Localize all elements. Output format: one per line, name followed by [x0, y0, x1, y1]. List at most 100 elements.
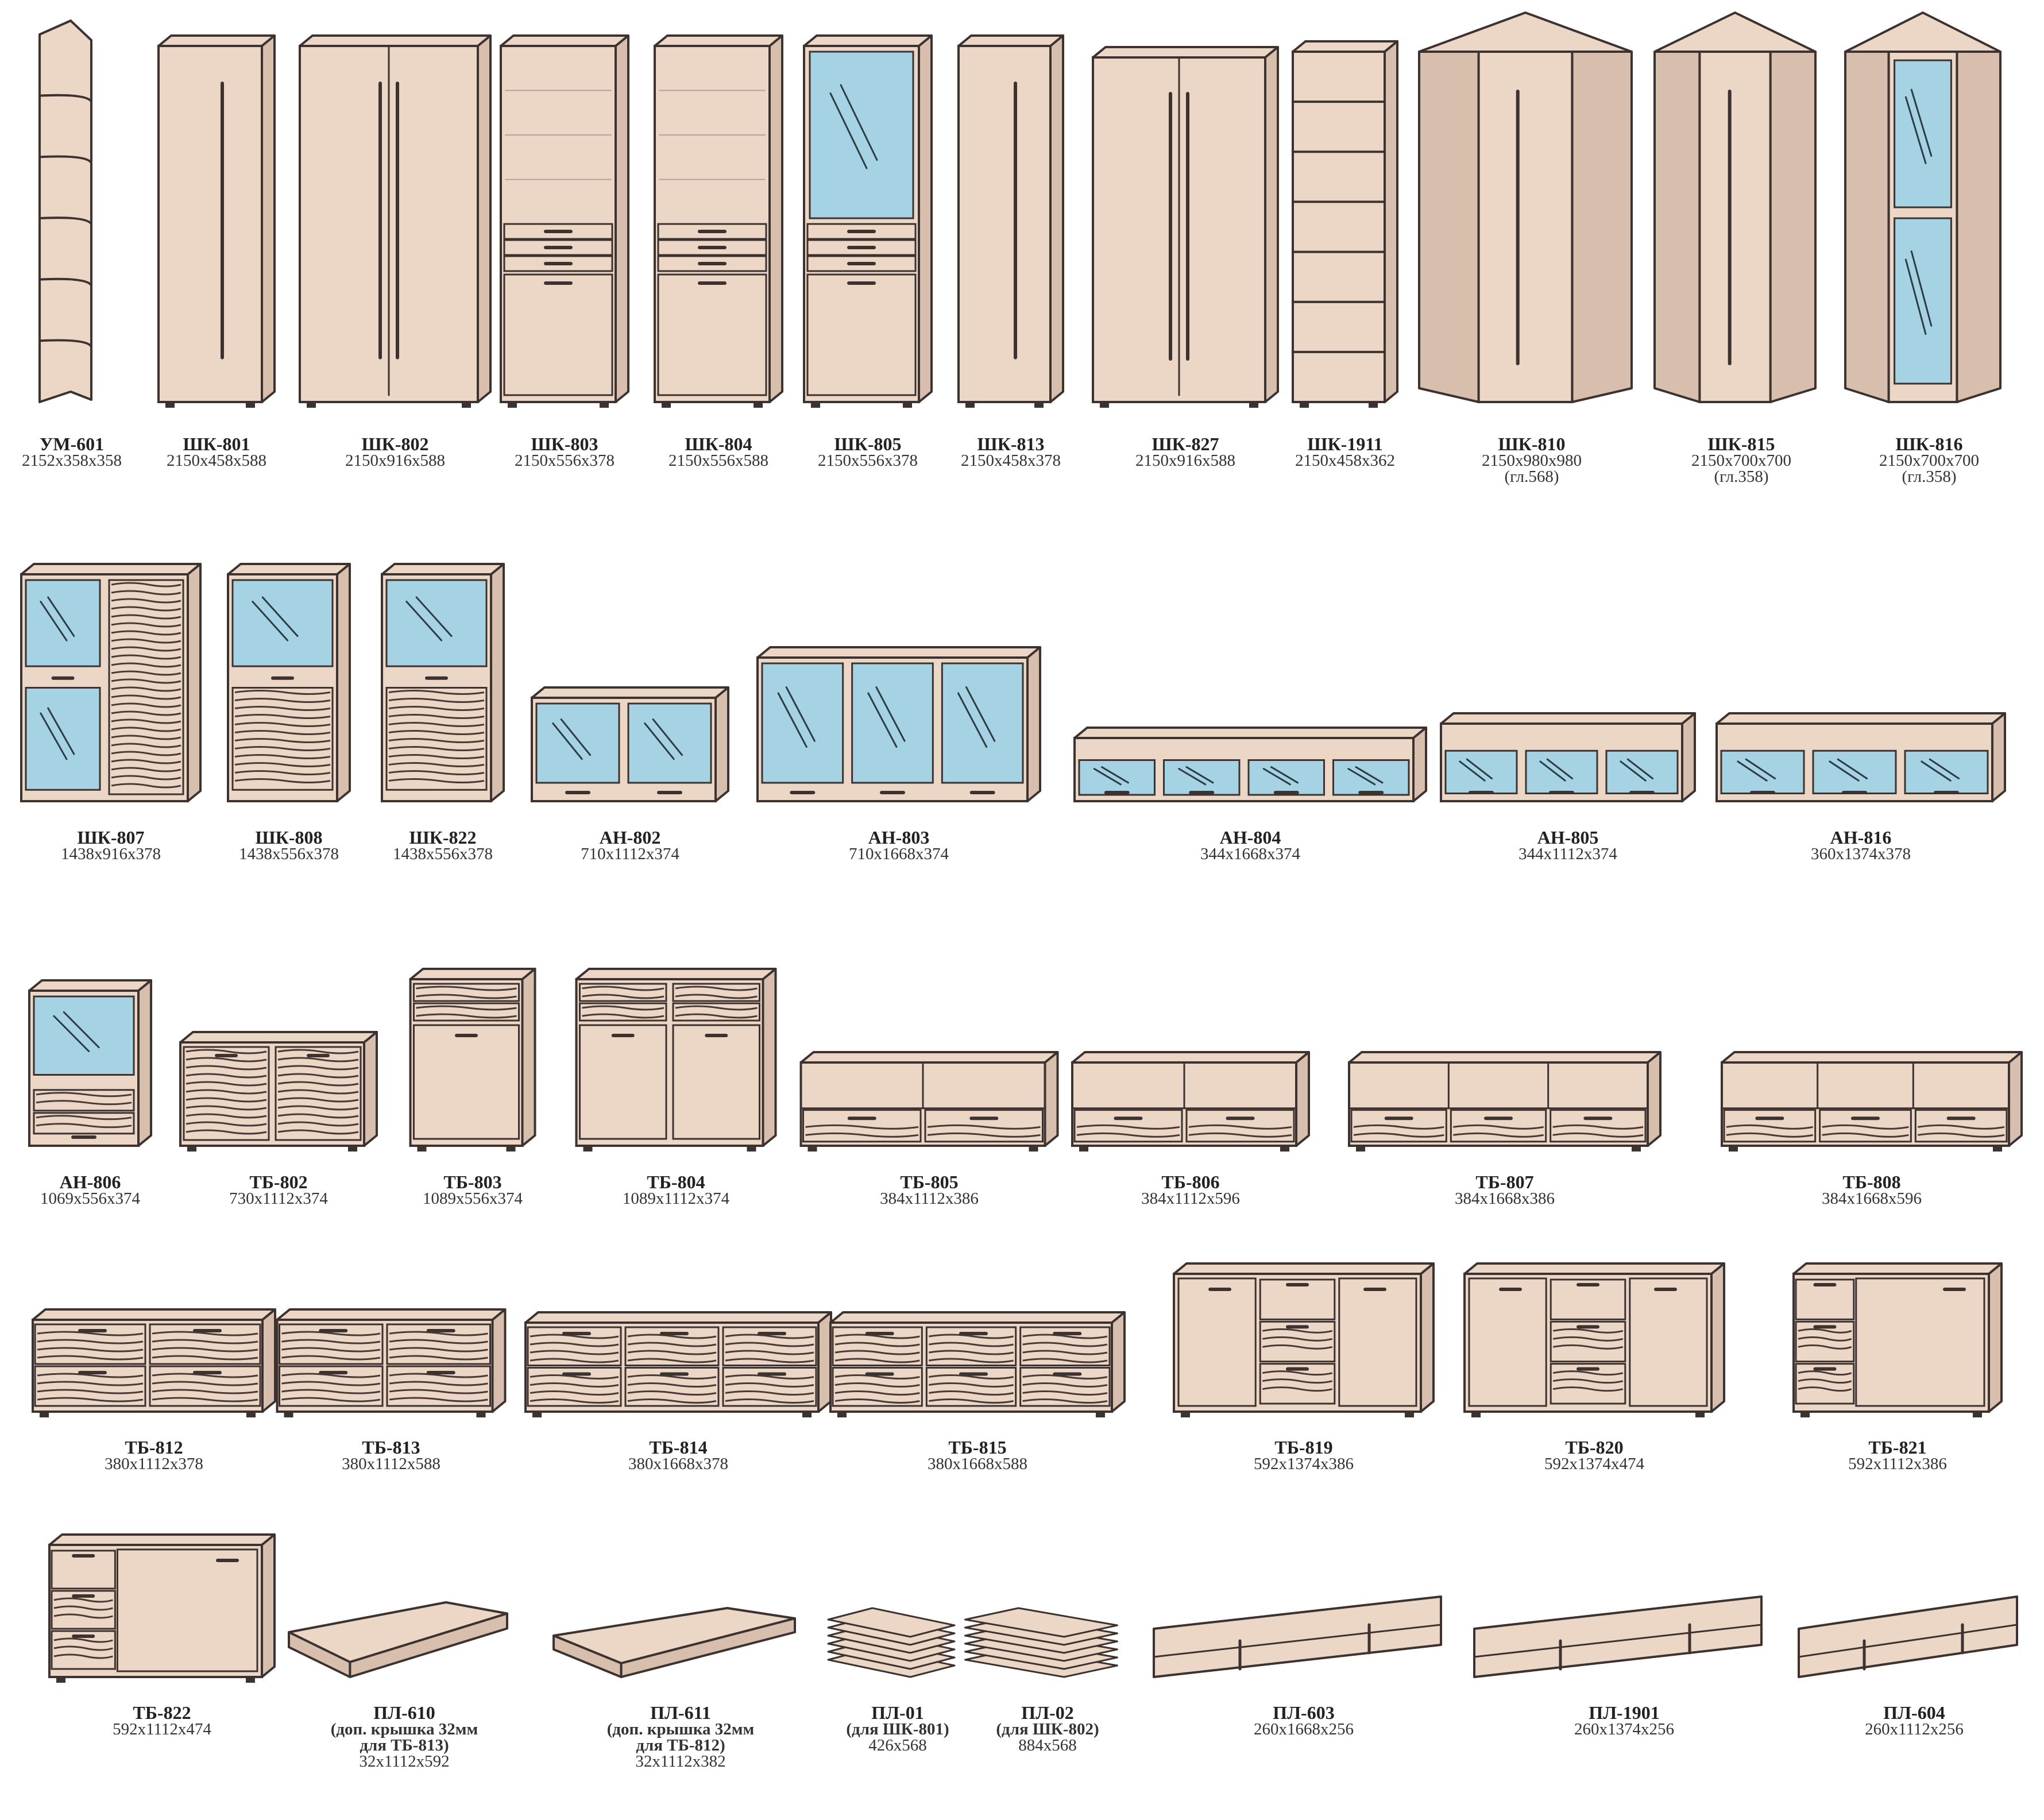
furniture-drawing: [575, 968, 777, 1151]
item-code: ТБ-814: [649, 1437, 708, 1458]
catalog-item: ПЛ-01 (для ШК-801) 426x568: [777, 1703, 1018, 1754]
item-note: (гл.358): [1714, 467, 1769, 486]
item-dimensions: 2150x980x980: [1482, 451, 1582, 470]
item-code: ШК-816: [1895, 434, 1963, 454]
item-dimensions: 2150x700x700: [1691, 451, 1791, 470]
item-code: ТБ-820: [1565, 1437, 1624, 1458]
furniture-drawing: [409, 968, 536, 1151]
furniture-drawing: [1463, 1262, 1725, 1417]
catalog-item: ШК-810 2150x980x980 (гл.568): [1411, 435, 1652, 485]
furniture-drawing: [1844, 11, 2002, 403]
item-dimensions: 2150x458x588: [167, 451, 266, 470]
furniture-drawing: [1153, 1595, 1442, 1678]
item-code: ТБ-821: [1868, 1437, 1927, 1458]
furniture-drawing: [1348, 1051, 1662, 1151]
furniture-drawing: [48, 1533, 276, 1683]
item-code: ШК-807: [77, 827, 145, 848]
catalog-item: ТБ-805 384x1112x386: [809, 1173, 1050, 1207]
furniture-drawing: [531, 686, 729, 802]
item-dimensions: 384x1112x596: [1141, 1189, 1240, 1208]
item-note: (доп. крышка 32мм для ТБ-812): [606, 1720, 755, 1755]
furniture-drawing: [1292, 40, 1398, 408]
catalog-item: ПЛ-610 (доп. крышка 32мм для ТБ-813) 32x…: [284, 1703, 525, 1770]
furniture-drawing: [803, 34, 933, 408]
item-code: УМ-601: [39, 434, 105, 454]
item-code: ТБ-813: [362, 1437, 420, 1458]
furniture-drawing: [28, 979, 152, 1147]
catalog-item: ТБ-819 592x1374x386: [1183, 1437, 1424, 1473]
furniture-drawing: [38, 20, 92, 403]
furniture-drawing: [288, 1601, 508, 1678]
catalog-item: ПЛ-603 260x1668x256: [1183, 1703, 1424, 1738]
catalog-item: ПЛ-604 260x1112x256: [1794, 1703, 2035, 1738]
item-code: ТБ-802: [249, 1172, 308, 1192]
furniture-drawing: [1092, 46, 1279, 408]
furniture-drawing: [1715, 712, 2006, 802]
item-code: ШК-801: [183, 434, 250, 454]
item-code: ШК-802: [361, 434, 429, 454]
catalog-item: ТБ-812 380x1112x378: [33, 1437, 275, 1473]
item-code: АН-804: [1219, 827, 1281, 848]
furniture-drawing: [1473, 1595, 1763, 1678]
item-code: ШК-822: [409, 827, 477, 848]
item-code: ШК-805: [834, 434, 902, 454]
item-code: ПЛ-02: [1021, 1702, 1074, 1723]
furniture-drawing: [524, 1311, 832, 1417]
item-code: ТБ-819: [1274, 1437, 1333, 1458]
furniture-drawing: [552, 1607, 796, 1678]
catalog-item: ПЛ-02 (для ШК-802) 884x568: [927, 1702, 1168, 1754]
furniture-drawing: [1792, 1262, 2003, 1417]
furniture-drawing: [1721, 1051, 2023, 1151]
catalog-item: ШК-813 2150x458x378: [890, 435, 1131, 469]
furniture-drawing: [654, 34, 783, 408]
item-dimensions: 384x1668x596: [1822, 1189, 1922, 1208]
item-dimensions: 260x1112x256: [1865, 1720, 1964, 1738]
item-code: ТБ-812: [125, 1437, 183, 1458]
catalog-item: ТБ-808 384x1668x596: [1751, 1173, 1992, 1207]
item-code: АН-805: [1537, 827, 1599, 848]
catalog-item: ТБ-807 384x1668x386: [1384, 1173, 1625, 1207]
catalog-item: ТБ-814 380x1668x378: [558, 1437, 799, 1473]
item-dimensions: 2150x556x378: [515, 451, 615, 470]
catalog-item: ТБ-821 592x1112x386: [1777, 1437, 2018, 1473]
furniture-drawing: [957, 34, 1064, 408]
catalog-item: ШК-805 2150x556x378: [747, 435, 988, 469]
item-dimensions: 710x1668x374: [849, 845, 949, 863]
furniture-drawing: [299, 34, 492, 408]
catalog-item: АН-805 344x1112x374: [1447, 827, 1688, 863]
furniture-drawing: [500, 34, 629, 408]
furniture-drawing: [179, 1031, 378, 1151]
item-code: ПЛ-611: [650, 1702, 711, 1723]
item-code: ТБ-805: [900, 1172, 959, 1192]
item-dimensions: 1438x556x378: [393, 845, 493, 863]
item-code: ТБ-803: [443, 1172, 502, 1192]
catalog-item: ШК-807 1438x916x378: [0, 827, 231, 863]
item-code: ТБ-807: [1475, 1172, 1534, 1192]
catalog-item: ШК-815 2150x700x700 (гл.358): [1621, 435, 1862, 485]
item-code: АН-803: [868, 827, 930, 848]
item-dimensions: 730x1112x374: [229, 1189, 328, 1208]
item-note: (гл.358): [1902, 467, 1957, 486]
item-dimensions: 360x1374x378: [1811, 845, 1911, 863]
catalog-item: ТБ-803 1089x556x374: [352, 1173, 593, 1207]
furniture-drawing: [1440, 712, 1696, 802]
furniture-drawing: [157, 34, 276, 408]
catalog-item: ТБ-804 1089x1112x374: [555, 1173, 797, 1207]
item-dimensions: 710x1112x374: [581, 845, 679, 863]
catalog-item: ТБ-820 592x1374x474: [1474, 1437, 1715, 1473]
item-code: АН-816: [1830, 827, 1892, 848]
furniture-drawing: [799, 1051, 1059, 1151]
item-code: ШК-808: [255, 827, 323, 848]
catalog-item: ШК-804 2150x556x588: [598, 435, 839, 469]
furniture-drawing: [1653, 11, 1817, 403]
furniture-drawing: [1073, 727, 1427, 802]
catalog-item: ШК-803 2150x556x378: [444, 435, 685, 469]
catalog-item: ШК-1911 2150x458x362: [1224, 435, 1466, 469]
item-dimensions: 592x1374x474: [1544, 1455, 1644, 1473]
catalog-item: ШК-802 2150x916x588: [275, 435, 516, 469]
item-dimensions: 260x1374x256: [1574, 1720, 1674, 1738]
item-dimensions: 380x1668x378: [628, 1455, 728, 1473]
catalog-item: АН-806 1069x556x374: [0, 1173, 211, 1207]
item-dimensions: 2150x556x378: [818, 451, 918, 470]
catalog-item: ШК-801 2150x458x588: [96, 435, 337, 469]
